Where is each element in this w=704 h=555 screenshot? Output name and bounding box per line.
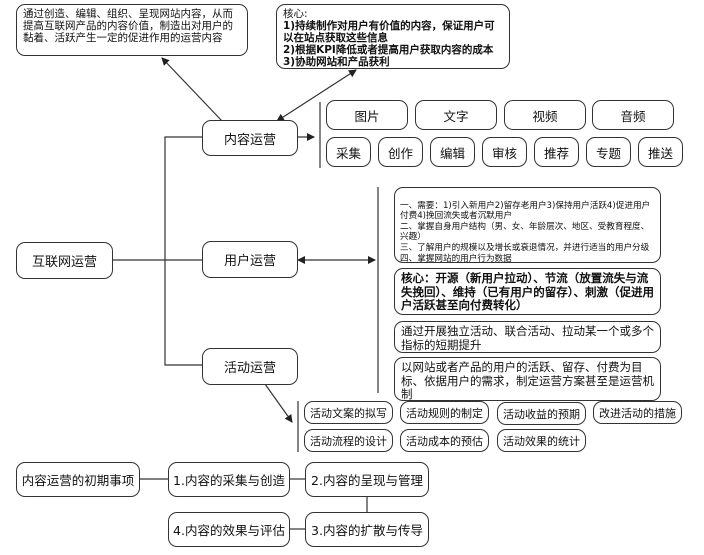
content-step-tag[interactable]: 创作 <box>378 137 423 167</box>
branch-content-label: 内容运营 <box>223 132 276 148</box>
tag-label: 创作 <box>387 145 413 161</box>
content-core-line-3: 3)协助网站和产品获利 <box>283 56 390 68</box>
user-needs-note: 一、需要：1)引入新用户2)留存老用户3)保持用户活跃4)促进用户付费4)挽回流… <box>394 187 661 264</box>
tag-label: 推送 <box>647 145 673 161</box>
early-step-label: 4.内容的效果与评估 <box>173 523 285 538</box>
early-step-4[interactable]: 4.内容的效果与评估 <box>168 512 290 547</box>
definition-arrow <box>161 57 223 122</box>
activity-item-label: 活动效果的统计 <box>503 434 580 448</box>
activity-item[interactable]: 活动规则的制定 <box>400 401 489 424</box>
content-step-tag[interactable]: 专题 <box>586 137 631 167</box>
content-type-tag[interactable]: 文字 <box>415 100 497 130</box>
branch-activity-operation[interactable]: 活动运营 <box>202 348 298 385</box>
tag-label: 音频 <box>620 108 646 124</box>
content-step-tag[interactable]: 推送 <box>638 137 683 167</box>
activity-goal-note: 以网站或者产品的用户的活跃、留存、付费为目标、依据用户的需求，制定运营方案甚至是… <box>394 357 661 401</box>
branch-user-operation[interactable]: 用户运营 <box>202 241 298 278</box>
branch-user-label: 用户运营 <box>223 254 276 269</box>
activity-item-label: 活动收益的预期 <box>503 407 580 421</box>
early-step-2[interactable]: 2.内容的呈现与管理 <box>305 462 429 497</box>
tag-label: 专题 <box>595 145 621 161</box>
tag-label: 图片 <box>354 108 380 124</box>
tag-label: 推荐 <box>543 145 569 161</box>
branch-content-operation[interactable]: 内容运营 <box>202 120 298 156</box>
activity-item[interactable]: 活动文案的拟写 <box>304 401 393 424</box>
activity-item-label: 活动文案的拟写 <box>310 406 387 420</box>
content-step-tag[interactable]: 采集 <box>326 137 371 167</box>
tag-label: 视频 <box>532 108 558 124</box>
content-type-tag[interactable]: 视频 <box>504 100 586 130</box>
tag-label: 编辑 <box>439 145 465 161</box>
activity-item[interactable]: 改进活动的措施 <box>593 401 682 424</box>
early-stage-title-label: 内容运营的初期事项 <box>21 473 135 488</box>
user-needs-text: 一、需要：1)引入新用户2)留存老用户3)保持用户活跃4)促进用户付费4)挽回流… <box>400 200 651 264</box>
tag-label: 文字 <box>443 108 469 124</box>
branch-activity-label: 活动运营 <box>223 361 276 376</box>
activity-item-label: 活动成本的预估 <box>406 434 483 448</box>
content-definition-note: 通过创造、编辑、组织、呈现网站内容，从而提高互联网产品的内容价值，制造出对用户的… <box>16 4 248 56</box>
content-step-tag[interactable]: 编辑 <box>430 137 475 167</box>
root-label: 互联网运营 <box>31 255 97 270</box>
content-core-line-2: 2)根据KPI降低或者提高用户获取内容的成本 <box>283 44 494 56</box>
tag-label: 审核 <box>491 145 517 161</box>
content-core-note: 核心: 1)持续制作对用户有价值的内容，保证用户可以在站点获取这些信息 2)根据… <box>276 4 510 69</box>
content-core-title: 核心: <box>283 8 308 20</box>
early-step-label: 2.内容的呈现与管理 <box>311 473 423 488</box>
activity-item[interactable]: 活动收益的预期 <box>497 402 586 425</box>
content-definition-text: 通过创造、编辑、组织、呈现网站内容，从而提高互联网产品的内容价值，制造出对用户的… <box>23 8 233 44</box>
activity-item[interactable]: 活动流程的设计 <box>304 429 393 452</box>
user-core-note: 核心：开源（新用户拉动）、节流（放置流失与流失挽回）、维持（已有用户的留存）、刺… <box>394 268 661 315</box>
content-step-tag[interactable]: 推荐 <box>534 137 579 167</box>
activity-item[interactable]: 活动效果的统计 <box>497 429 586 452</box>
early-step-label: 1.内容的采集与创造 <box>173 473 285 488</box>
activity-goal-text: 以网站或者产品的用户的活跃、留存、付费为目标、依据用户的需求，制定运营方案甚至是… <box>401 360 654 401</box>
activity-item-label: 活动规则的制定 <box>406 406 483 420</box>
branch-trunk <box>164 136 202 366</box>
activity-item-label: 活动流程的设计 <box>310 434 387 448</box>
content-step-tag[interactable]: 审核 <box>482 137 527 167</box>
content-type-tag[interactable]: 音频 <box>592 100 674 130</box>
tag-label: 采集 <box>335 145 361 161</box>
early-step-label: 3.内容的扩散与传导 <box>311 523 423 538</box>
early-stage-title[interactable]: 内容运营的初期事项 <box>16 462 140 497</box>
activity-item-label: 改进活动的措施 <box>599 406 676 420</box>
root-node[interactable]: 互联网运营 <box>16 242 113 279</box>
content-core-line-1: 1)持续制作对用户有价值的内容，保证用户可以在站点获取这些信息 <box>283 20 495 44</box>
early-step-1[interactable]: 1.内容的采集与创造 <box>168 462 290 497</box>
user-core-text: 核心：开源（新用户拉动）、节流（放置流失与流失挽回）、维持（已有用户的留存）、刺… <box>401 271 654 312</box>
activity-item[interactable]: 活动成本的预估 <box>400 429 489 452</box>
early-step-3[interactable]: 3.内容的扩散与传导 <box>305 512 429 547</box>
activity-definition-text: 通过开展独立活动、联合活动、拉动某一个或多个指标的短期提升 <box>401 324 654 352</box>
core-arrow <box>276 69 357 122</box>
activity-definition-note: 通过开展独立活动、联合活动、拉动某一个或多个指标的短期提升 <box>394 321 661 353</box>
activity-arrow <box>264 383 293 423</box>
content-type-tag[interactable]: 图片 <box>326 100 408 130</box>
